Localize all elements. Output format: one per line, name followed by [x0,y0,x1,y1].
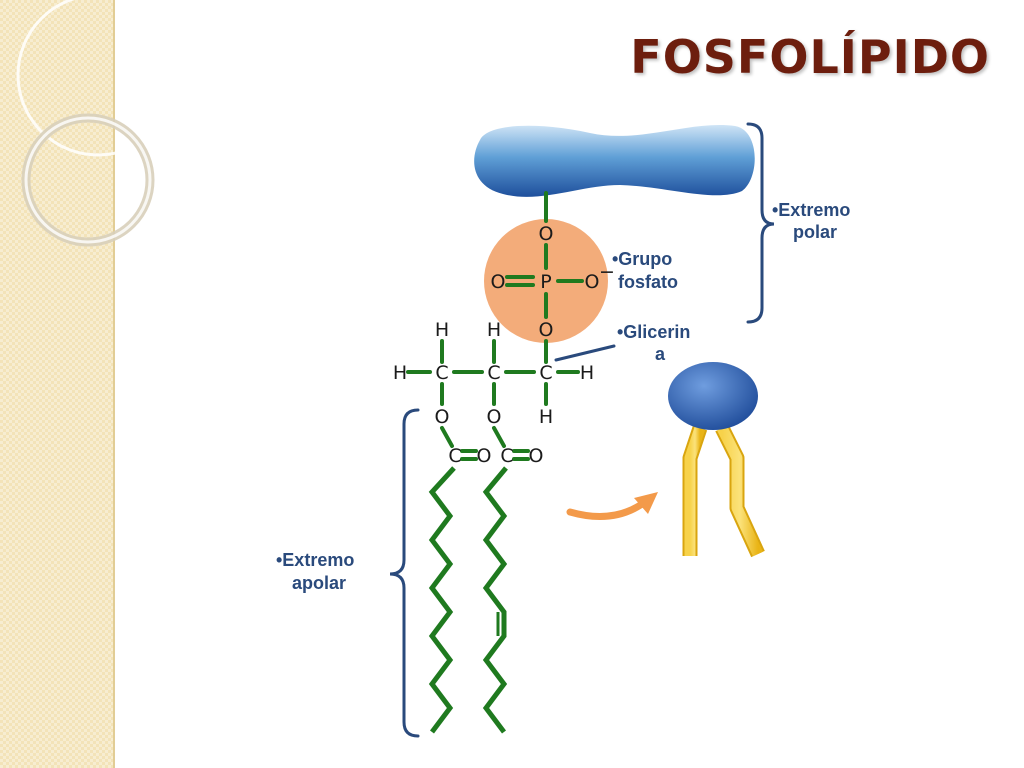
label-glicerina-2: a [655,344,666,364]
atom-h: H [435,319,449,341]
sidebar-circles [16,0,180,247]
bond-lines [406,191,584,461]
atom-o: O [487,406,502,428]
atom-c: C [539,362,552,384]
fatty-acid-tails [428,466,508,734]
charge-minus: − [599,261,615,283]
polar-head-blob [474,125,755,197]
label-glicerina-1: •Glicerin [617,322,690,342]
tail-chain-left [428,466,456,734]
atom-o: O [539,319,554,341]
labels: •Extremo polar •Grupo fosfato •Glicerin … [276,200,850,593]
label-grupo-fosfato-2: fosfato [618,272,678,292]
phosphate-circle [484,219,608,343]
atom-o: O [491,271,506,293]
atom-o: O [477,445,492,467]
atom-o-minus: O [585,271,600,293]
glycerol-pointer [554,344,616,362]
label-extremo-apolar-1: •Extremo [276,550,354,570]
curved-arrow-icon [566,492,658,520]
atom-h: H [487,319,501,341]
atom-c: C [500,445,513,467]
label-grupo-fosfato-1: •Grupo [612,249,672,269]
atom-c: C [448,445,461,467]
tail-chain-right [482,466,508,734]
phospholipid-icon [668,362,765,558]
atom-symbols: O O P O − O H H H C C C H O O H C O C O [393,223,615,467]
atom-h: H [539,406,553,428]
atom-o: O [539,223,554,245]
atom-o: O [529,445,544,467]
slide-title: FOSFOLÍPIDO [630,30,990,84]
label-extremo-apolar-2: apolar [292,573,346,593]
atom-p: P [540,271,551,293]
brace-lines [389,122,775,738]
atom-h: H [580,362,594,384]
atom-h: H [393,362,407,384]
brace-polar [746,122,775,324]
atom-o: O [435,406,450,428]
atom-c: C [487,362,500,384]
atom-c: C [435,362,448,384]
label-extremo-polar-1: •Extremo [772,200,850,220]
label-extremo-polar-2: polar [793,222,837,242]
polar-ball-icon [668,362,758,430]
brace-apolar [389,408,420,738]
